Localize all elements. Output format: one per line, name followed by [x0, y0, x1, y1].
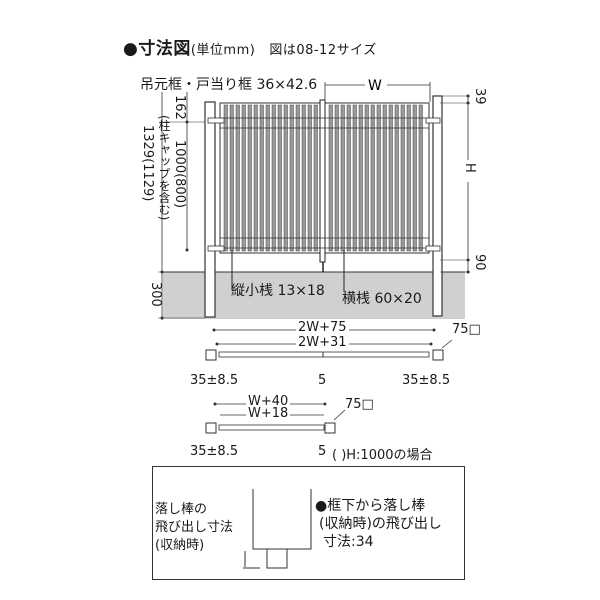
vertical-bar-label: 縦小桟 13×18 [231, 283, 325, 299]
detail-right-text: ●框下から落し棒 (収納時)の飛び出し 寸法:34 [315, 498, 442, 550]
title-unit: (単位mm) [190, 43, 256, 58]
dim-top-left: 162 [172, 95, 187, 120]
plan-single-left-gap: 35±8.5 [190, 444, 239, 459]
width-label: W [368, 78, 382, 94]
title-main: ●寸法図 [123, 39, 191, 59]
plan-single-right-gap: 5 [318, 444, 327, 459]
plan-double-outer: 2W+75 [296, 320, 349, 335]
horizontal-rails [220, 117, 429, 249]
dim-top-right: 39 [472, 88, 487, 105]
dim-total-height: 1329(1129) [140, 125, 155, 202]
gate-elevation-drawing: W [158, 78, 470, 434]
height-label: H [462, 163, 477, 173]
horizontal-bar-label: 横桟 60×20 [342, 291, 422, 307]
plan-double-left-gap: 35±8.5 [190, 373, 239, 388]
plan-single-note: ( )H:1000の場合 [332, 448, 433, 463]
plan-double-right-gap: 35±8.5 [402, 373, 451, 388]
dim-ground: 300 [148, 282, 163, 307]
right-post [432, 95, 443, 317]
drop-rod-detail-box: 落し棒の 飛び出し寸法 (収納時) ●框下から落し棒 (収納時)の飛び出し 寸法… [152, 466, 465, 580]
title-note: 図は08-12サイズ [269, 43, 377, 58]
dim-total-note: (柱キャップを含む) [157, 115, 171, 221]
vertical-bars-left [223, 104, 318, 252]
vertical-bars-right [328, 104, 423, 252]
left-post [204, 101, 216, 318]
plan-single-outer: W+40 [246, 394, 291, 409]
page-title: ●寸法図(単位mm) 図は08-12サイズ [123, 34, 377, 59]
plan-double-center-gap: 5 [318, 373, 327, 388]
plan-single-post: 75□ [345, 397, 374, 412]
frame-label: 吊元框・戸当り框 36×42.6 [140, 77, 318, 93]
detail-left-text: 落し棒の 飛び出し寸法 (収納時) [155, 502, 234, 553]
dim-inner-height: 1000(800) [172, 140, 187, 209]
plan-double-inner: 2W+31 [296, 335, 349, 350]
dim-bottom-right: 90 [472, 254, 487, 271]
plan-double-post: 75□ [452, 322, 481, 337]
plan-single-inner: W+18 [246, 406, 291, 421]
